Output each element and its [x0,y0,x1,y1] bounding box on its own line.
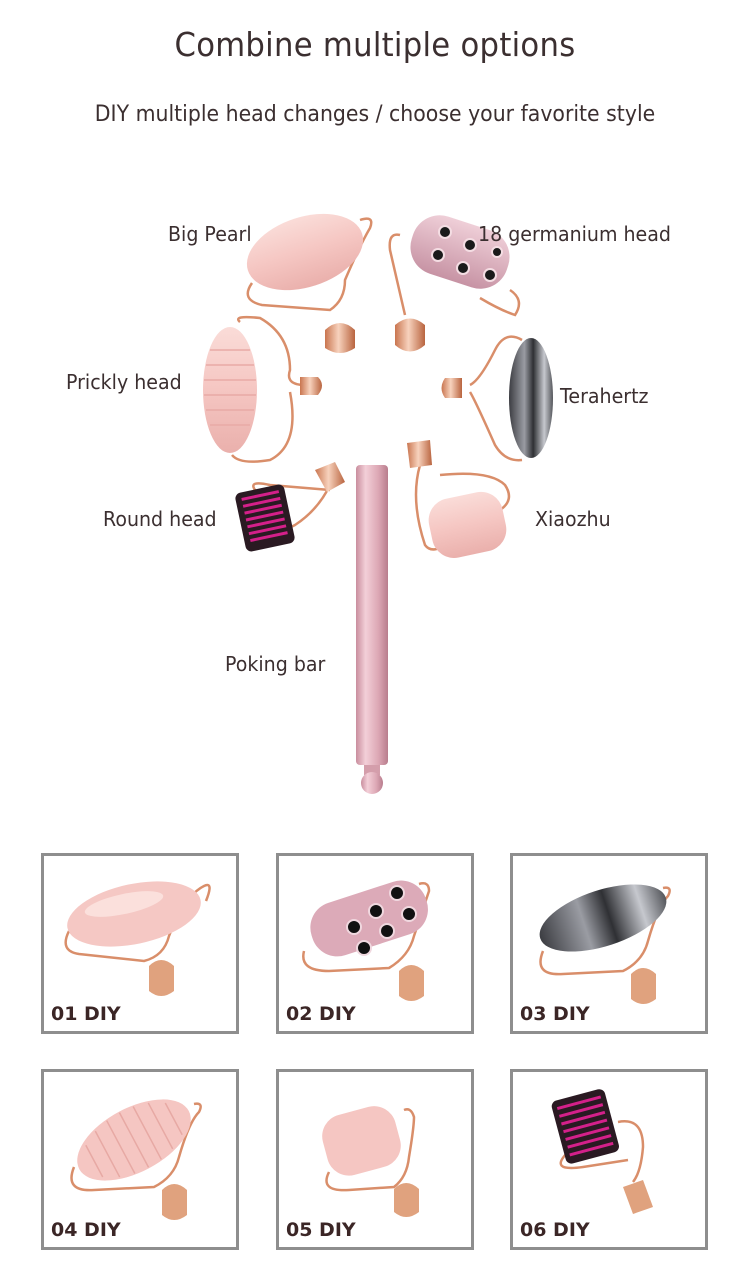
round-head-icon [551,1089,653,1214]
round-head [235,462,345,552]
prickly-head [203,315,322,463]
label-big-pearl: Big Pearl [168,222,252,246]
diy-card-03[interactable]: 03 DIY [510,853,708,1034]
big-pearl-head [246,213,373,353]
label-round: Round head [103,507,217,531]
big-pearl-icon [64,881,211,996]
xiaozhu-icon [322,1106,419,1217]
label-xiaozhu: Xiaozhu [535,507,611,531]
card-label: 06 DIY [520,1219,590,1241]
diy-card-04[interactable]: 04 DIY [41,1069,239,1250]
card-label: 01 DIY [51,1003,121,1025]
diy-card-01[interactable]: 01 DIY [41,853,239,1034]
germanium-head [388,215,521,352]
diy-card-05[interactable]: 05 DIY [276,1069,474,1250]
card-label: 02 DIY [286,1003,356,1025]
card-label: 03 DIY [520,1003,590,1025]
label-poking-bar: Poking bar [225,652,326,676]
page-subtitle: DIY multiple head changes / choose your … [94,102,656,127]
diy-card-02[interactable]: 02 DIY [276,853,474,1034]
terahertz-head [441,335,553,462]
prickly-icon [70,1099,202,1220]
card-label: 05 DIY [286,1219,356,1241]
roller-heads-diagram [203,213,553,794]
diy-card-06[interactable]: 06 DIY [510,1069,708,1250]
label-prickly: Prickly head [66,370,182,394]
terahertz-icon [539,884,671,1004]
label-terahertz: Terahertz [560,384,649,408]
poking-bar [356,465,388,794]
germanium-icon [302,880,431,1001]
xiaozhu-head [407,440,511,558]
page-title: Combine multiple options [174,25,576,64]
label-germanium: 18 germanium head [478,222,671,246]
card-label: 04 DIY [51,1219,121,1241]
